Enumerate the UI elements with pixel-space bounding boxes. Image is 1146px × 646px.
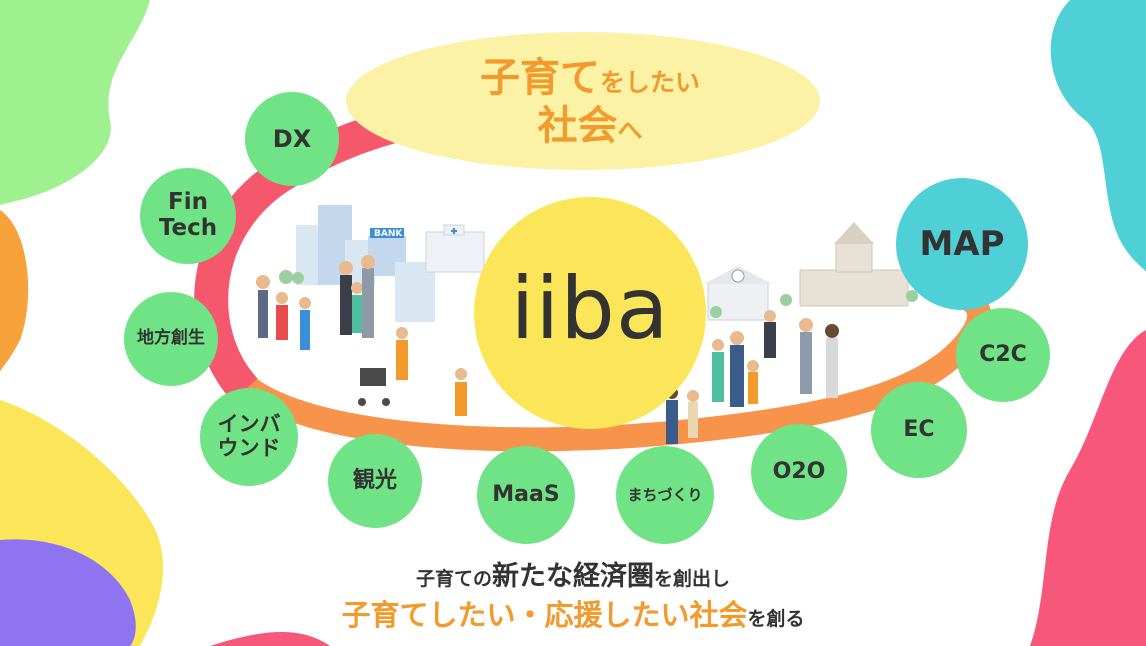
purple-blob-bottom-left — [0, 539, 136, 646]
bubble-map: MAP — [896, 178, 1028, 310]
bubble-kankou: 観光 — [328, 434, 422, 528]
tagline-line-2: 子育てしたい・応援したい社会を創る — [0, 592, 1146, 634]
tagline-part-2: 新たな経済圏 — [492, 561, 654, 592]
goal-line-2-big: 社会 — [537, 103, 618, 149]
goal-text: 子育てをしたい 社会へ — [440, 58, 740, 146]
bubble-maas: MaaS — [477, 446, 575, 544]
bubble-machizukuri: まちづくり — [616, 446, 714, 544]
goal-line-1: 子育てをしたい — [440, 58, 740, 98]
green-blob-top-left — [0, 0, 150, 205]
bubble-dx: DX — [245, 92, 339, 186]
goal-ellipse — [346, 32, 820, 170]
goal-line-1-small: をしたい — [599, 68, 700, 97]
orange-blob-left — [0, 210, 29, 372]
goal-line-1-big: 子育て — [479, 55, 600, 101]
tagline-part-3: を創出し — [654, 568, 731, 590]
bubble-c2c: C2C — [956, 308, 1050, 402]
iiba-logo-circle: iiba — [474, 197, 706, 429]
tagline-part-5: を創る — [747, 608, 805, 630]
civic-buildings — [704, 222, 918, 321]
tagline-part-1: 子育ての — [415, 568, 492, 590]
bubble-chihou-sousei: 地方創生 — [124, 292, 218, 386]
tagline-line-1: 子育ての新たな経済圏を創出し — [0, 554, 1146, 593]
goal-line-2: 社会へ — [440, 106, 740, 146]
bubble-inbound: インバ ウンド — [200, 388, 298, 486]
pink-blob-bottom-right — [1030, 330, 1146, 646]
bank-sign: BANK — [374, 229, 403, 239]
pink-blob-bottom — [210, 632, 330, 646]
teal-blob-top-right — [1050, 0, 1146, 272]
iiba-logo: iiba — [510, 259, 670, 359]
goal-line-2-small: へ — [617, 116, 643, 145]
people-illustrations — [256, 255, 839, 444]
bubble-o2o: O2O — [751, 424, 847, 520]
tagline-part-4: 子育てしたい・応援したい社会 — [341, 598, 748, 632]
city-buildings: BANK — [279, 205, 485, 322]
bubble-fintech: Fin Tech — [140, 168, 236, 264]
bubble-ec: EC — [871, 382, 967, 478]
